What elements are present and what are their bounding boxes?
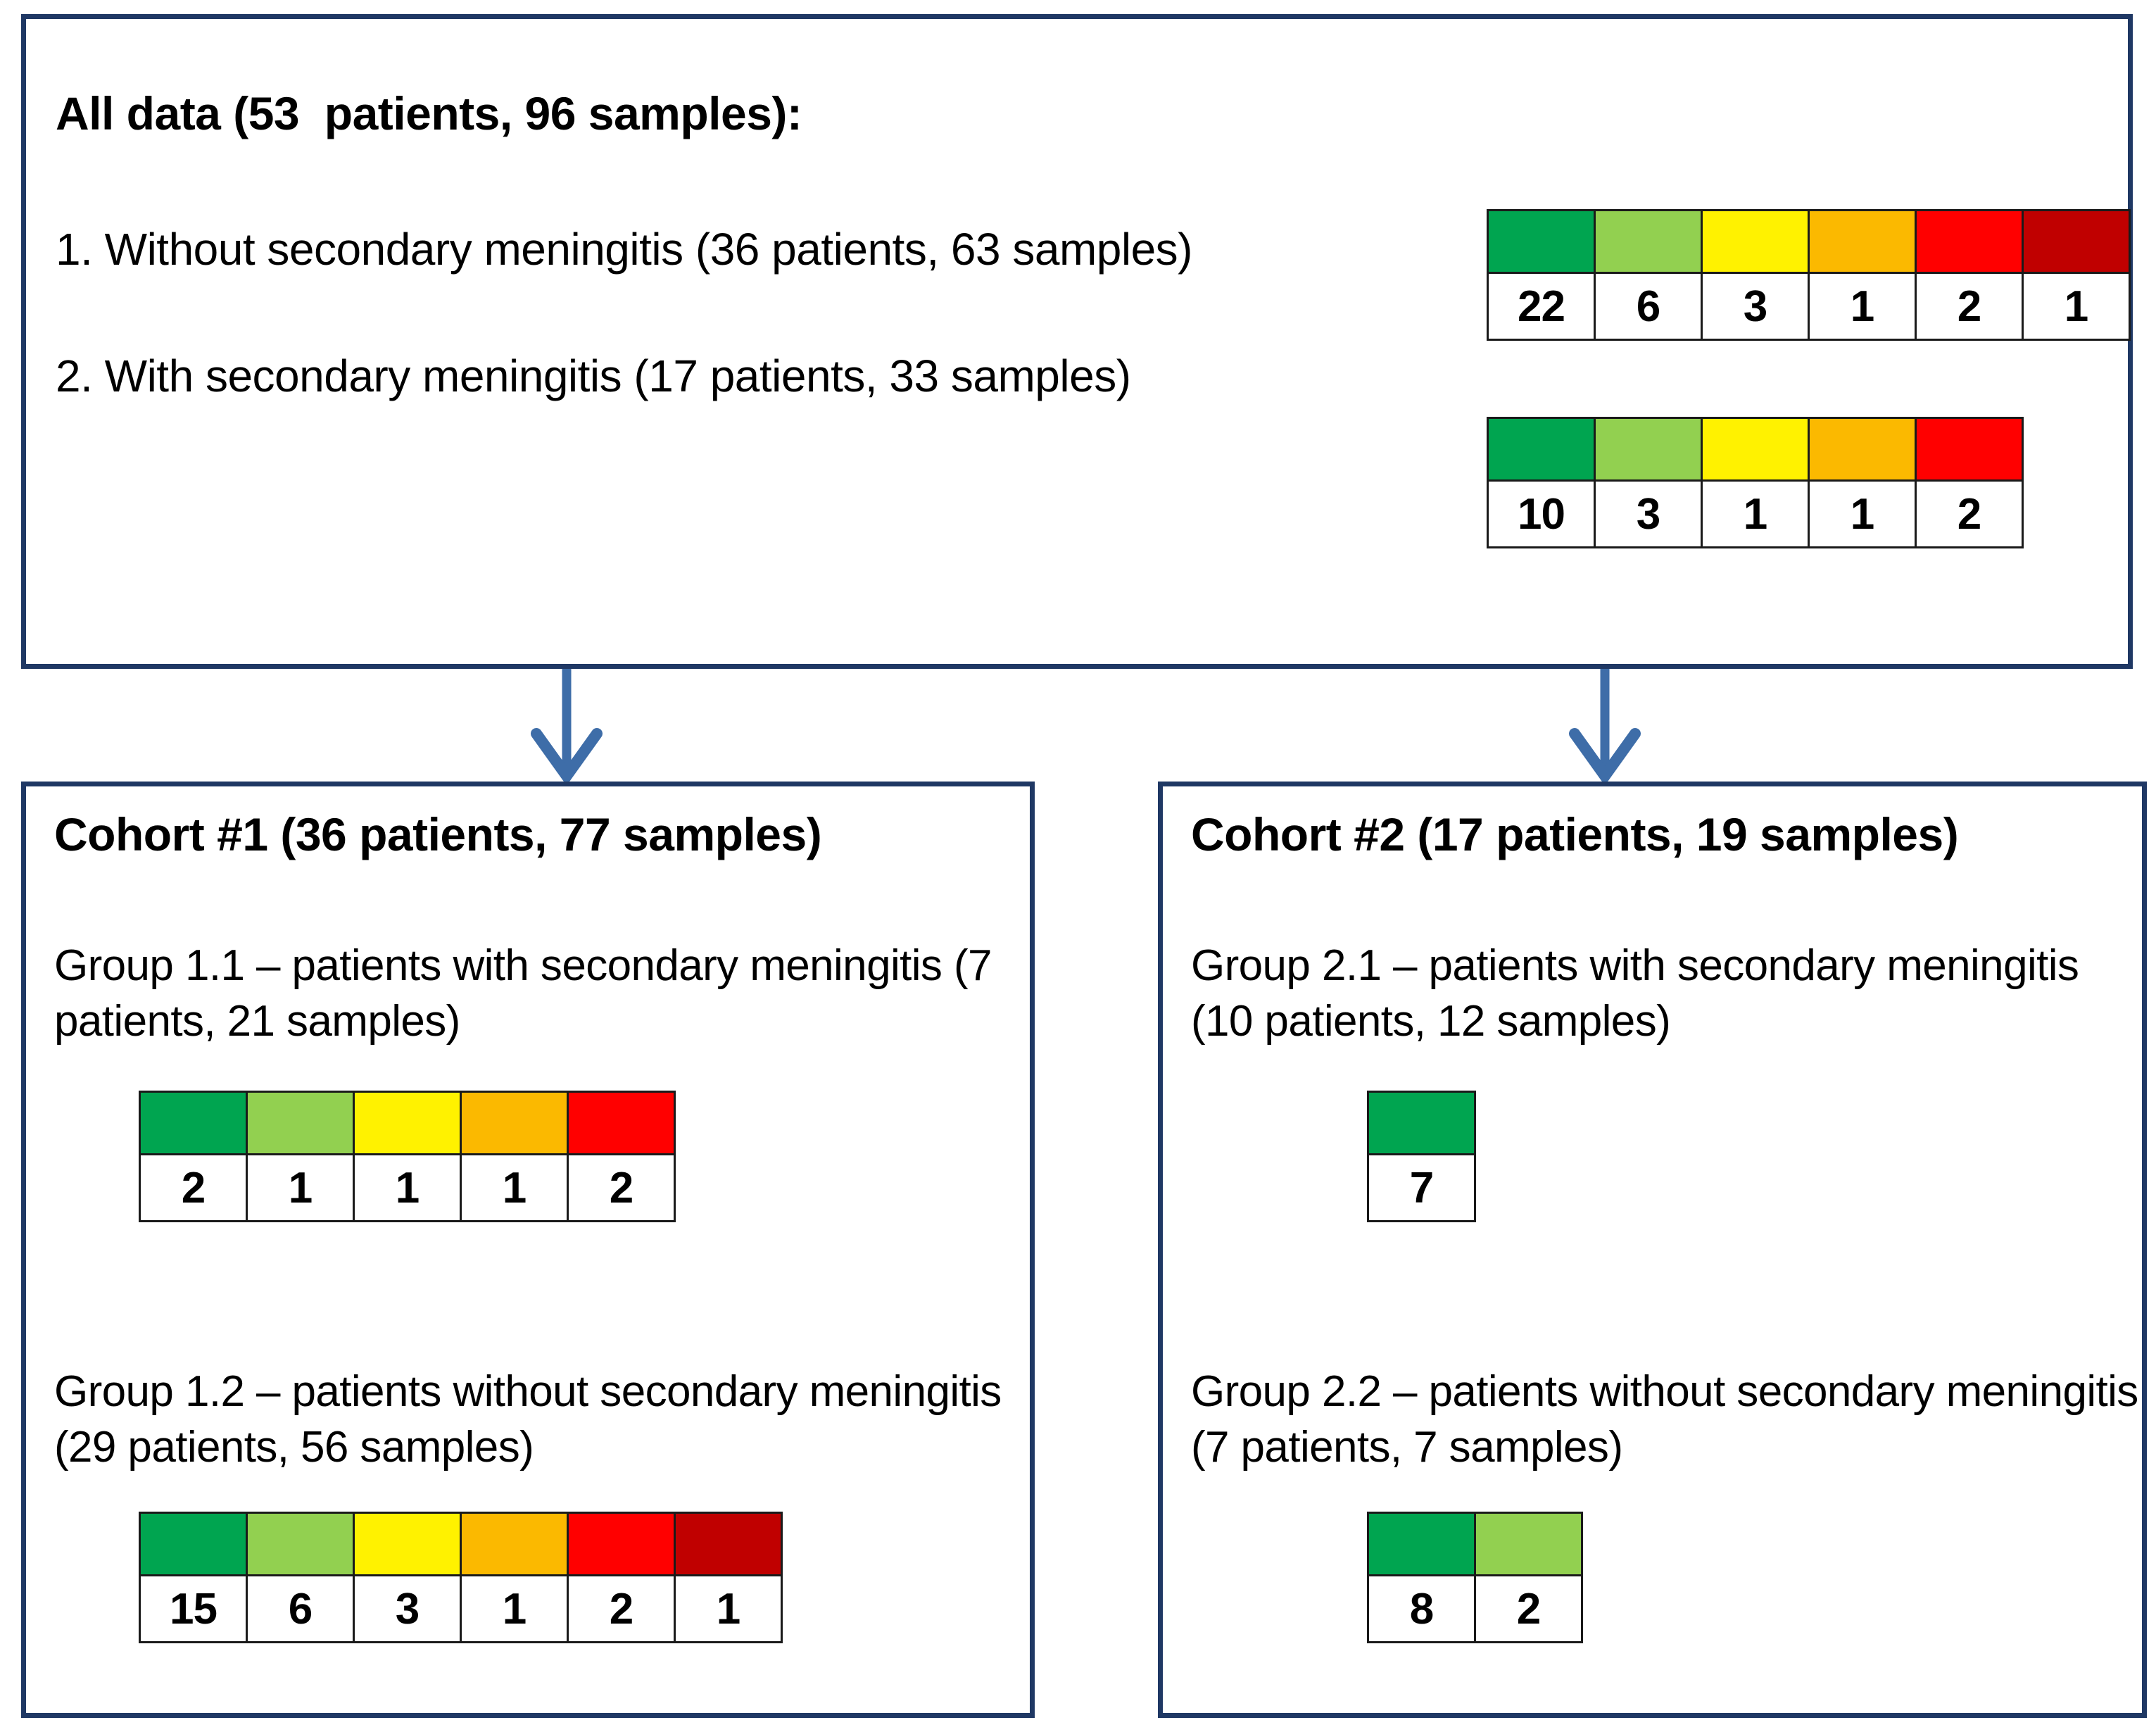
color-swatch-5 xyxy=(1915,209,2024,274)
color-row xyxy=(1367,1091,1476,1155)
color-swatch-1 xyxy=(139,1512,248,1576)
cohort-1-panel: Cohort #1 (36 patients, 77 samples) Grou… xyxy=(21,782,1035,1718)
count-cell-5: 2 xyxy=(1915,479,2024,548)
count-cell-3: 3 xyxy=(353,1574,462,1643)
count-cell-1: 10 xyxy=(1487,479,1596,548)
cohort-2-panel: Cohort #2 (17 patients, 19 samples) Grou… xyxy=(1158,782,2147,1718)
count-cell-3: 1 xyxy=(353,1153,462,1222)
count-cell-4: 1 xyxy=(1808,479,1917,548)
color-swatch-1 xyxy=(139,1091,248,1155)
count-cell-5: 2 xyxy=(567,1153,676,1222)
arrow-to-cohort-1 xyxy=(531,669,603,782)
count-cell-3: 1 xyxy=(1701,479,1810,548)
count-cell-2: 3 xyxy=(1594,479,1703,548)
color-swatch-1 xyxy=(1367,1512,1476,1576)
count-cell-1: 22 xyxy=(1487,272,1596,341)
color-swatch-2 xyxy=(1594,209,1703,274)
group-2-2-label: Group 2.2 – patients without secondary m… xyxy=(1191,1367,2138,1472)
count-cell-1: 2 xyxy=(139,1153,248,1222)
color-row xyxy=(1487,417,2024,482)
color-swatch-1 xyxy=(1367,1091,1476,1155)
color-row xyxy=(1367,1512,1583,1576)
color-swatch-2 xyxy=(1474,1512,1583,1576)
count-cell-3: 3 xyxy=(1701,272,1810,341)
count-cell-4: 1 xyxy=(460,1574,569,1643)
cohort-2-title: Cohort #2 (17 patients, 19 samples) xyxy=(1191,808,1959,860)
color-swatch-2 xyxy=(246,1091,355,1155)
color-swatch-2 xyxy=(246,1512,355,1576)
count-cell-1: 8 xyxy=(1367,1574,1476,1643)
count-cell-4: 1 xyxy=(460,1153,569,1222)
all-data-line-2: 2. With secondary meningitis (17 patient… xyxy=(56,351,1131,401)
count-cell-5: 2 xyxy=(1915,272,2024,341)
color-swatch-3 xyxy=(1701,417,1810,482)
color-swatch-5 xyxy=(1915,417,2024,482)
color-swatch-1 xyxy=(1487,417,1596,482)
color-swatch-4 xyxy=(1808,209,1917,274)
color-swatch-1 xyxy=(1487,209,1596,274)
all-data-line-1: 1. Without secondary meningitis (36 pati… xyxy=(56,224,1192,275)
color-swatch-4 xyxy=(460,1091,569,1155)
color-row xyxy=(139,1091,676,1155)
group-1-1-label: Group 1.1 – patients with secondary meni… xyxy=(54,941,992,1046)
count-cell-6: 1 xyxy=(674,1574,783,1643)
group-1-2-label: Group 1.2 – patients without secondary m… xyxy=(54,1367,1002,1472)
count-cell-5: 2 xyxy=(567,1574,676,1643)
count-cell-2: 6 xyxy=(246,1574,355,1643)
arrow-to-cohort-2 xyxy=(1569,669,1641,782)
color-swatch-2 xyxy=(1594,417,1703,482)
count-row: 7 xyxy=(1367,1153,1476,1222)
count-cell-2: 2 xyxy=(1474,1574,1583,1643)
count-cell-2: 6 xyxy=(1594,272,1703,341)
all-data-title: All data (53 patients, 96 samples): xyxy=(56,87,802,139)
count-cell-1: 15 xyxy=(139,1574,248,1643)
color-row xyxy=(139,1512,783,1576)
color-swatch-4 xyxy=(460,1512,569,1576)
color-row xyxy=(1487,209,2131,274)
color-swatch-6 xyxy=(2022,209,2131,274)
group-2-1-label: Group 2.1 – patients with secondary meni… xyxy=(1191,941,2079,1046)
count-cell-6: 1 xyxy=(2022,272,2131,341)
count-cell-4: 1 xyxy=(1808,272,1917,341)
color-swatch-4 xyxy=(1808,417,1917,482)
count-cell-2: 1 xyxy=(246,1153,355,1222)
color-swatch-3 xyxy=(353,1512,462,1576)
color-swatch-3 xyxy=(1701,209,1810,274)
color-swatch-3 xyxy=(353,1091,462,1155)
all-data-panel: All data (53 patients, 96 samples): 1. W… xyxy=(21,14,2133,669)
group-2-1-grid: 7 xyxy=(1367,1091,1476,1222)
color-swatch-5 xyxy=(567,1091,676,1155)
cohort-1-title: Cohort #1 (36 patients, 77 samples) xyxy=(54,808,822,860)
count-cell-1: 7 xyxy=(1367,1153,1476,1222)
color-swatch-6 xyxy=(674,1512,783,1576)
color-swatch-5 xyxy=(567,1512,676,1576)
